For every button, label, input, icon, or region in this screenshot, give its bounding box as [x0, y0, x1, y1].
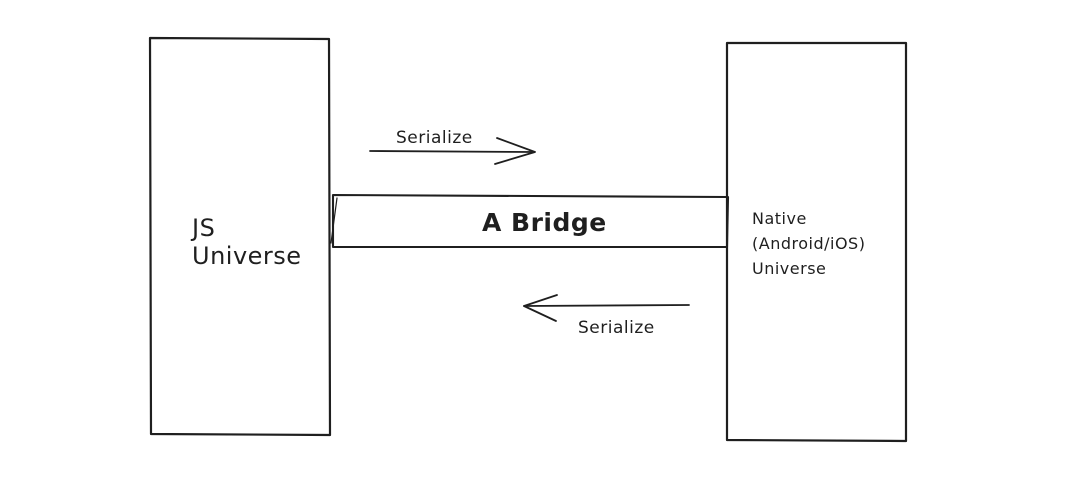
- serialize-right-arrow: [369, 150, 535, 153]
- serialize-left-arrow-head: [523, 294, 558, 322]
- native-universe-line-3: Universe: [752, 259, 827, 278]
- native-universe-line-1: Native: [752, 209, 807, 228]
- bridge-left-edge-stroke: [330, 197, 338, 244]
- serialize-right-arrow-head: [494, 137, 536, 165]
- serialize-left-arrow: [523, 304, 690, 307]
- js-universe-label: JS Universe: [192, 214, 302, 270]
- serialize-bottom-label: Serialize: [578, 318, 655, 338]
- native-universe-box: [725, 41, 908, 443]
- native-universe-line-2: (Android/iOS): [752, 234, 866, 253]
- js-universe-line-1: JS: [192, 214, 216, 242]
- js-universe-line-2: Universe: [192, 242, 302, 270]
- native-universe-label: Native (Android/iOS) Universe: [752, 206, 865, 281]
- serialize-top-label: Serialize: [396, 128, 473, 148]
- bridge-label: A Bridge: [482, 208, 607, 237]
- js-universe-box: [148, 36, 332, 437]
